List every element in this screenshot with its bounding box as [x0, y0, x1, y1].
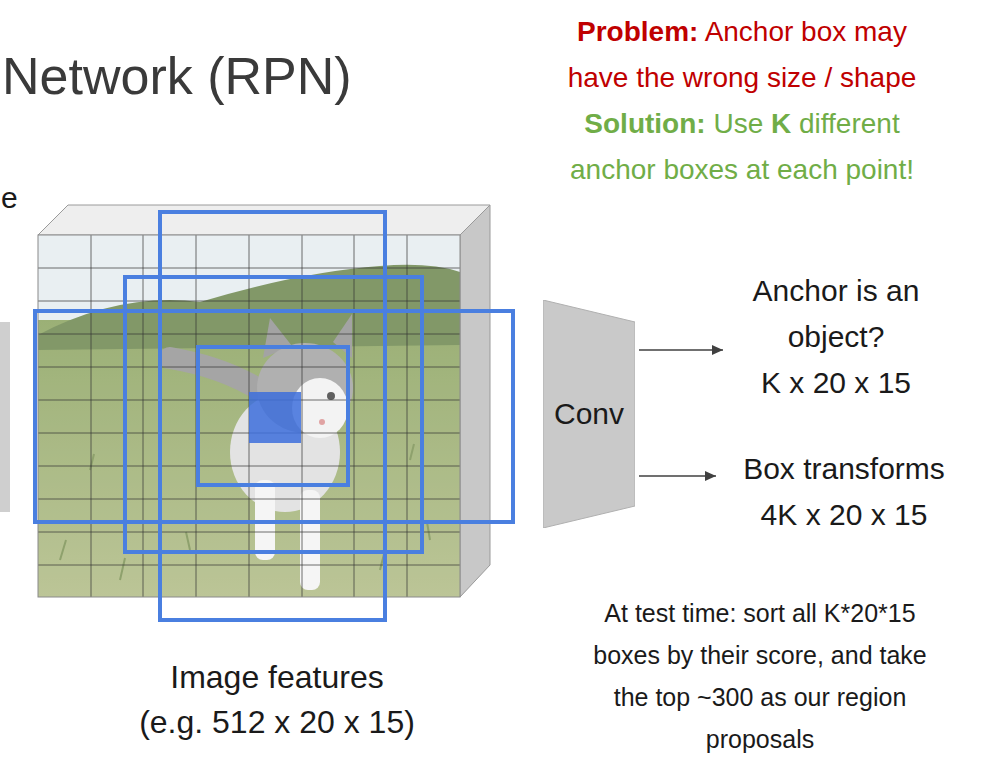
slide-title: Network (RPN): [2, 44, 352, 108]
anchor-box: [125, 277, 422, 552]
node-text: Conv: [554, 395, 624, 433]
conv-shape: [543, 300, 635, 528]
label-text: K: [771, 108, 791, 139]
node-text: Anchor is an object?: [727, 268, 945, 360]
node-subtext: 4K x 20 x 15: [720, 492, 968, 538]
label-text: e: [1, 181, 18, 214]
problem-text: Problem: Anchor box may have the wrong s…: [552, 9, 932, 101]
label-text: Problem:: [577, 16, 698, 47]
cropped-letter: e: [1, 178, 18, 218]
volume-side-face: [460, 205, 490, 597]
problem-solution-callout: Problem: Anchor box may have the wrong s…: [552, 9, 932, 193]
solution-text: Solution: Use K different anchor boxes a…: [552, 101, 932, 193]
arrow-connector: [639, 349, 723, 351]
node-subtext: K x 20 x 15: [727, 360, 945, 406]
anchor-cell: [249, 392, 301, 443]
output-objectness: Anchor is an object?K x 20 x 15: [727, 266, 945, 408]
node-text: Box transforms: [720, 446, 968, 492]
anchor-box: [198, 347, 348, 485]
anchor-box: [160, 212, 385, 620]
test-time-note: At test time: sort all K*20*15 boxes by …: [575, 592, 945, 760]
volume-front-face: [38, 235, 460, 597]
output-box-transforms: Box transforms4K x 20 x 15: [720, 444, 968, 540]
label-text: At test time: sort all K*20*15 boxes by …: [593, 599, 927, 753]
cropped-block: [0, 322, 10, 512]
volume-top-face: [38, 205, 490, 235]
photo-overlay: [38, 235, 460, 597]
feature-volume: Image features (e.g. 512 x 20 x 15): [30, 195, 530, 751]
kitten-photo: [38, 235, 460, 597]
label-text: Use: [706, 108, 771, 139]
anchor-box: [35, 311, 513, 522]
node-text: Image features (e.g. 512 x 20 x 15): [136, 655, 418, 745]
arrow-connector: [639, 475, 716, 477]
feature-grid: [38, 235, 460, 597]
label-text: Solution:: [584, 108, 705, 139]
conv-block: Conv: [543, 300, 635, 528]
